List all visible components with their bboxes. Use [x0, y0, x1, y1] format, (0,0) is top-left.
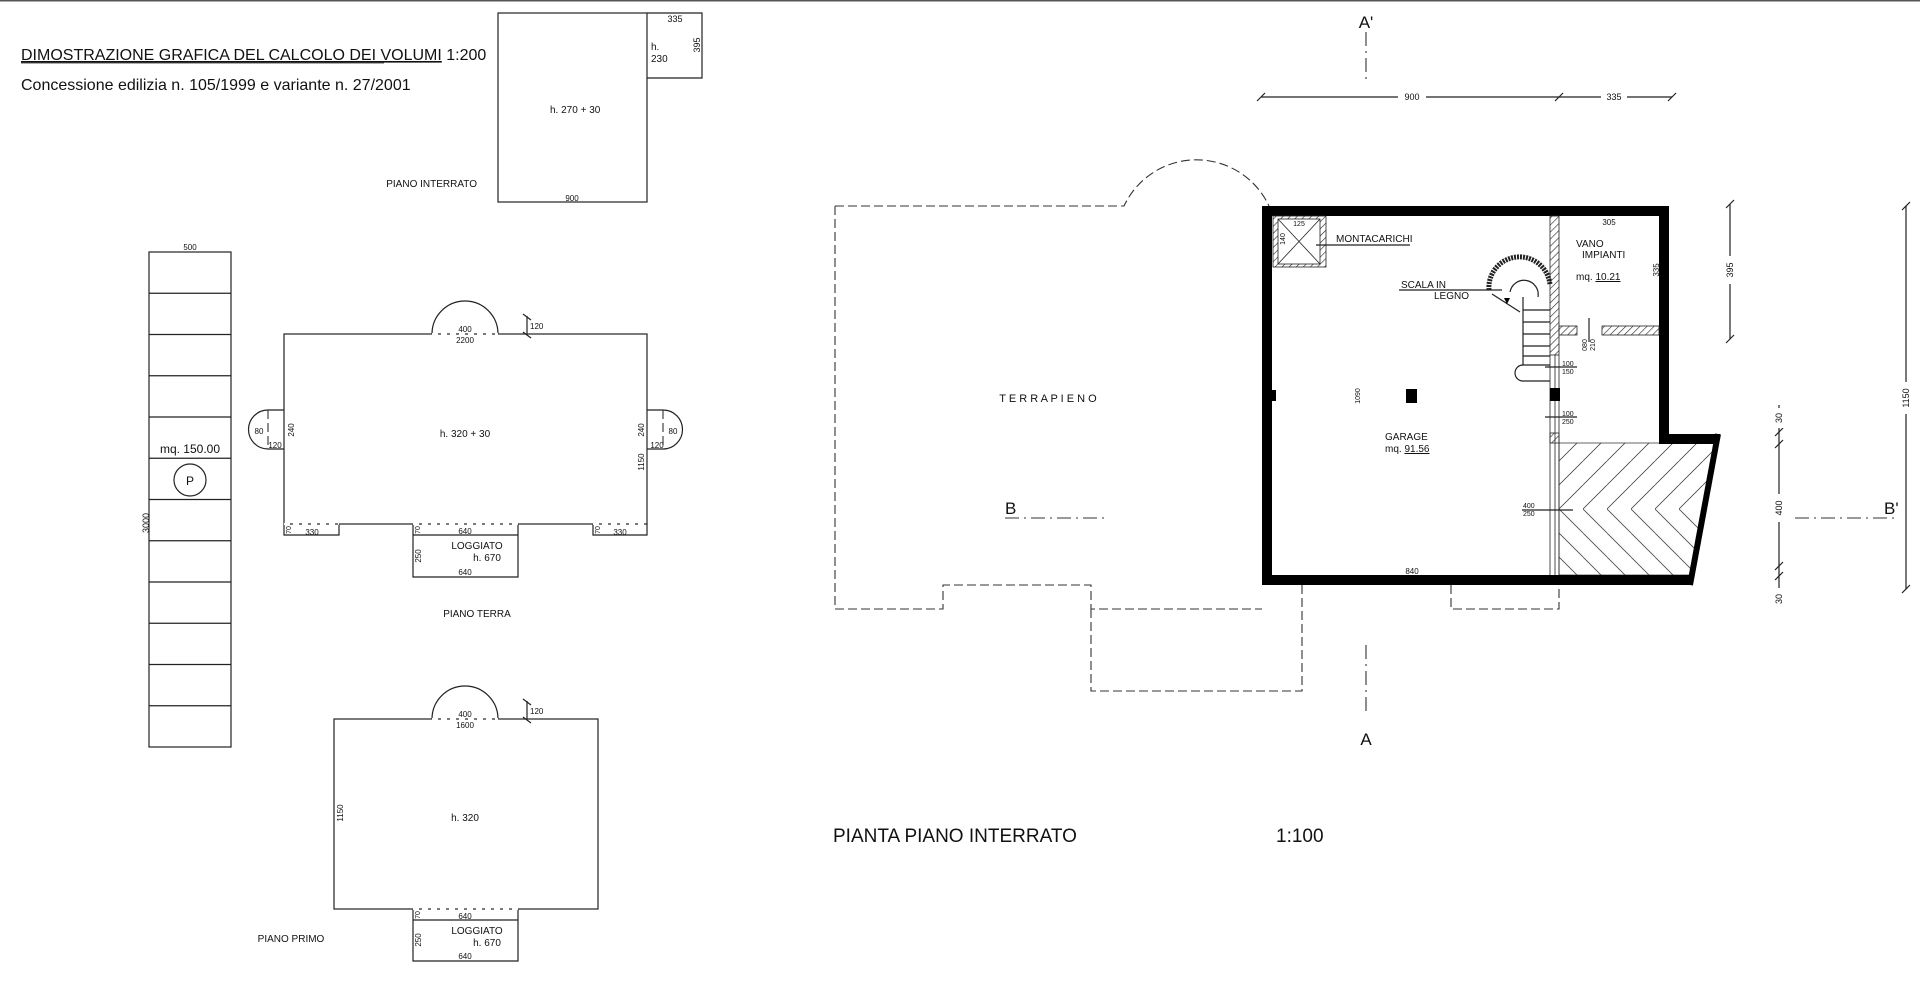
dim-label: 120 — [268, 441, 282, 450]
dim-label: 400 — [458, 325, 472, 334]
dim-label: 250 — [414, 933, 423, 947]
dim-label: 70 — [595, 526, 602, 534]
area-label: mq. 150.00 — [160, 442, 220, 456]
dim-label: 70 — [286, 526, 293, 534]
room-label: VANO — [1576, 239, 1604, 250]
dim-label: 330 — [613, 528, 627, 537]
sheet-subtitle: Concessione edilizia n. 105/1999 e varia… — [21, 77, 411, 94]
room-area: mq. 91.56 — [1385, 444, 1430, 455]
section-marker: A — [1360, 730, 1372, 749]
dim-label: 500 — [183, 243, 197, 252]
dim-label: 395 — [1725, 262, 1735, 277]
dim-label: 3000 — [141, 513, 151, 533]
dim-label: 395 — [692, 37, 702, 52]
dim-label: 80 — [255, 427, 264, 436]
dim-label: 120 — [650, 441, 664, 450]
dim-label: 240 — [287, 423, 296, 437]
dim-label: 1600 — [456, 721, 474, 730]
opening-dim: 100 — [1562, 361, 1574, 368]
height-label: h. 320 + 30 — [440, 429, 491, 440]
sheet-header: DIMOSTRAZIONE GRAFICA DEL CALCOLO DEI VO… — [21, 47, 486, 94]
piano-terra-volume: 400 2200 120 80 240 120 80 240 120 1150 … — [247, 300, 684, 620]
parking-icon — [173, 463, 207, 497]
floor-label: PIANO TERRA — [443, 609, 511, 620]
opening-dim: 400 — [1523, 503, 1535, 510]
section-marker: A' — [1359, 13, 1374, 32]
dim-label: 250 — [414, 549, 423, 563]
partition-wall — [1549, 215, 1560, 356]
floor-label: PIANO PRIMO — [258, 934, 325, 945]
section-marker: B — [1005, 499, 1016, 518]
sheet-title: DIMOSTRAZIONE GRAFICA DEL CALCOLO DEI VO… — [21, 47, 486, 64]
dim-label: 125 — [1293, 221, 1305, 228]
dim-label: 1150 — [336, 804, 345, 822]
opening-dim: 100 — [1562, 411, 1574, 418]
parking-symbol: P — [186, 474, 194, 488]
room-label: IMPIANTI — [1582, 250, 1625, 261]
montacarichi-lift: 125 140 MONTACARICHI — [1272, 215, 1412, 268]
dim-label: 900 — [565, 194, 579, 203]
dim-label: 305 — [1602, 218, 1616, 227]
opening-dim: 150 — [1562, 369, 1574, 376]
height-label: h. 320 — [451, 813, 479, 824]
annex-height-value: 230 — [651, 54, 668, 65]
dimension-lines: 900 335 395 1150 30 400 30 — [1256, 91, 1912, 610]
pillar — [1406, 389, 1417, 403]
plan-scale: 1:100 — [1276, 826, 1324, 847]
height-label: h. 270 + 30 — [550, 105, 601, 116]
parking-area: 500 3000 mq. 150.00 P — [141, 243, 232, 748]
dim-label: 140 — [1280, 233, 1287, 245]
dim-label: 30 — [1774, 413, 1784, 423]
dim-label: 335 — [1606, 92, 1621, 102]
opening-dim: 250 — [1562, 419, 1574, 426]
dim-label: 1150 — [1901, 388, 1911, 407]
dim-label: 640 — [458, 912, 472, 921]
loggia-height: h. 670 — [473, 553, 501, 564]
room-label: GARAGE — [1385, 432, 1428, 443]
dim-label: 70 — [415, 526, 422, 534]
piano-interrato-volume: h. 270 + 30 900 335 h. 230 395 PIANO INT… — [386, 12, 703, 203]
pianta-piano-interrato: T E R R A P I E N O 125 140 MONTACARICHI — [833, 13, 1912, 847]
dim-label: 1090 — [1355, 388, 1362, 404]
dim-label: 400 — [458, 710, 472, 719]
dim-label: 640 — [458, 527, 472, 536]
dim-label: 330 — [305, 528, 319, 537]
piano-primo-volume: 400 1600 120 1150 h. 320 70 640 LOGGIATO… — [258, 685, 599, 962]
dim-label: 70 — [415, 911, 422, 919]
terrapieno-label: T E R R A P I E N O — [999, 393, 1097, 405]
loggia-label: LOGGIATO — [451, 541, 503, 552]
dim-label: 1150 — [637, 453, 646, 471]
plan-title: PIANTA PIANO INTERRATO — [833, 826, 1077, 847]
dim-label: 80 — [669, 427, 678, 436]
section-marker: B' — [1884, 499, 1899, 518]
dim-label: 240 — [637, 423, 646, 437]
dim-label: 120 — [530, 707, 544, 716]
dim-label: 900 — [1404, 92, 1419, 102]
floor-label: PIANO INTERRATO — [386, 179, 477, 190]
stair-label: LEGNO — [1434, 291, 1469, 302]
dim-label: 2200 — [456, 336, 474, 345]
dim-label: 335 — [667, 14, 682, 24]
loggia-height: h. 670 — [473, 938, 501, 949]
dim-label: 30 — [1774, 594, 1784, 604]
stair-label: SCALA IN — [1401, 280, 1446, 291]
dim-label: 640 — [458, 952, 472, 961]
dim-label: 335 — [1652, 263, 1661, 277]
wooden-staircase: SCALA IN LEGNO — [1399, 254, 1553, 382]
door-dim: 080 — [1582, 339, 1589, 351]
dim-label: 120 — [530, 322, 544, 331]
door-dim: 210 — [1590, 339, 1597, 351]
annex-height-label: h. — [651, 42, 659, 53]
dim-label: 400 — [1774, 500, 1784, 515]
montacarichi-label: MONTACARICHI — [1336, 234, 1412, 245]
room-area: mq. 10.21 — [1576, 272, 1621, 283]
opening-dim: 250 — [1523, 511, 1535, 518]
dim-label: 640 — [458, 568, 472, 577]
dim-label: 840 — [1405, 567, 1419, 576]
loggia-label: LOGGIATO — [451, 926, 503, 937]
